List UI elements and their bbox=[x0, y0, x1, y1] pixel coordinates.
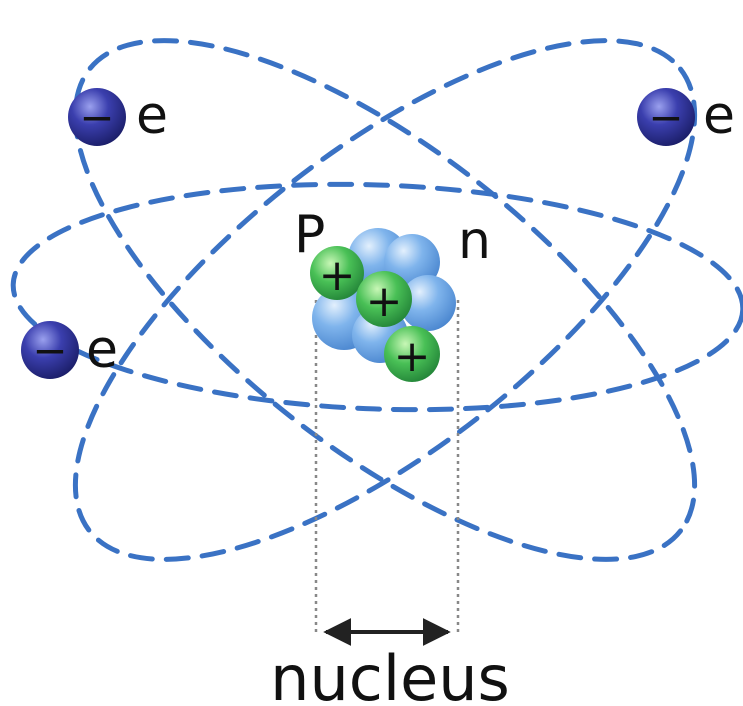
nucleus-label: nucleus bbox=[270, 642, 510, 706]
neutron-sphere-icon bbox=[400, 275, 456, 331]
positive-sign: + bbox=[394, 331, 431, 382]
proton-top-left: + bbox=[310, 246, 364, 301]
positive-sign: + bbox=[319, 250, 356, 301]
electron-sphere-icon bbox=[68, 88, 126, 146]
nucleus: + + + bbox=[310, 228, 456, 382]
orbit-tilted-down bbox=[72, 38, 698, 562]
proton-label: P bbox=[294, 205, 325, 265]
electron-top-left: − bbox=[68, 88, 126, 146]
electron-label: e bbox=[703, 86, 735, 146]
electron-left: − bbox=[21, 321, 79, 379]
electron-label: e bbox=[86, 320, 118, 380]
electron-top-right: − bbox=[637, 88, 695, 146]
proton-sphere-icon bbox=[356, 271, 412, 327]
negative-sign: − bbox=[648, 93, 683, 142]
proton-bottom-right: + bbox=[384, 326, 440, 382]
electron-sphere-icon bbox=[21, 321, 79, 379]
negative-sign: − bbox=[32, 326, 67, 375]
proton-sphere-icon bbox=[384, 326, 440, 382]
electron-label: e bbox=[136, 86, 168, 146]
neutron-label: n bbox=[458, 211, 491, 271]
electron-sphere-icon bbox=[637, 88, 695, 146]
proton-sphere-icon bbox=[310, 246, 364, 300]
negative-sign: − bbox=[79, 93, 114, 142]
orbit-tilted-up bbox=[72, 38, 698, 562]
positive-sign: + bbox=[366, 276, 403, 327]
proton-center: + bbox=[356, 271, 412, 327]
